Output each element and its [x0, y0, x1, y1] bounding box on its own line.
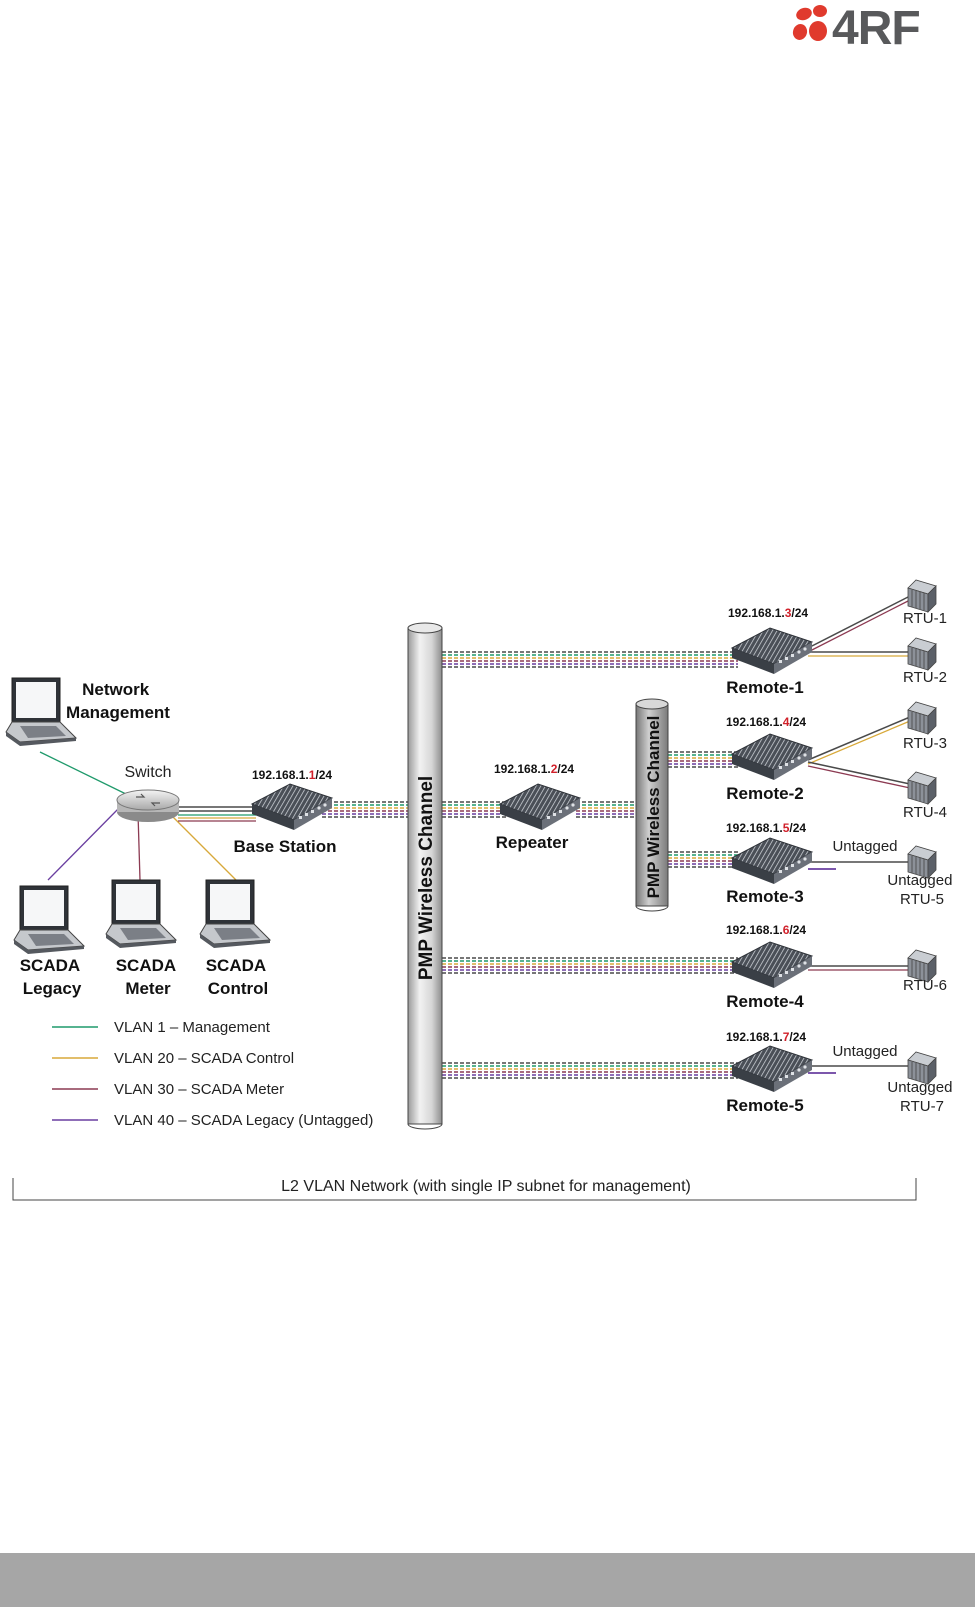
remote-2-ip: 192.168.1.4/24: [726, 715, 806, 729]
legend-label-vlan20: VLAN 20 – SCADA Control: [114, 1050, 294, 1067]
link-switch-base: [178, 806, 256, 822]
scada-meter-workstation: [105, 879, 177, 949]
pmp-channel-secondary-label: PMP Wireless Channel: [644, 716, 663, 899]
remote-4-ip: 192.168.1.6/24: [726, 923, 806, 937]
bundle-channel-to-remote-5: [442, 1062, 738, 1079]
pmp-channel-secondary: PMP Wireless Channel: [635, 698, 669, 912]
rtu-2-label: RTU-2: [903, 669, 947, 686]
footer-bar: [0, 1553, 975, 1607]
rtu-5-label: Untagged RTU-5: [887, 872, 956, 908]
repeater-label: Repeater: [496, 833, 569, 852]
bundle-channel2-to-remote-3: [668, 851, 738, 868]
network-management-label: Network Management: [66, 680, 170, 722]
scada-control-label: SCADA Control: [206, 956, 271, 998]
rtu-1-device: [907, 579, 937, 613]
diagram-caption: L2 VLAN Network (with single IP subnet f…: [281, 1178, 691, 1195]
wireless-links: [322, 651, 738, 1079]
repeater-radio: [499, 783, 581, 831]
remote-3-ip: 192.168.1.5/24: [726, 821, 806, 835]
remote-3-label: Remote-3: [726, 887, 803, 906]
scada-control-workstation: [199, 879, 271, 949]
scada-legacy-workstation: [13, 885, 85, 955]
rtu-1-label: RTU-1: [903, 610, 947, 627]
legend-label-vlan30: VLAN 30 – SCADA Meter: [114, 1081, 284, 1098]
base-station-radio: [251, 783, 333, 831]
switch-label: Switch: [124, 764, 171, 781]
link-management: [39, 751, 129, 796]
remote-5-radio: [731, 1045, 813, 1093]
rtu-3-label: RTU-3: [903, 735, 947, 752]
caption-bracket: L2 VLAN Network (with single IP subnet f…: [12, 1178, 917, 1201]
rtu-4-device: [907, 771, 937, 805]
remote-4-radio: [731, 941, 813, 989]
bundle-repeater-to-channel2: [576, 801, 636, 818]
bundle-channel2-to-remote-2: [668, 751, 738, 768]
bundle-base-to-channel: [322, 801, 408, 818]
link-legacy: [47, 804, 123, 881]
link-control: [161, 805, 237, 881]
remote-5-ip: 192.168.1.7/24: [726, 1030, 806, 1044]
pmp-channel-main: PMP Wireless Channel: [407, 622, 443, 1130]
logo-text: 4RF: [832, 2, 920, 52]
remote-5-label: Remote-5: [726, 1096, 803, 1115]
remote-3-radio: [731, 837, 813, 885]
base-station-ip: 192.168.1.1/24: [252, 768, 332, 782]
brand-logo: 4RF: [792, 2, 921, 52]
legend: VLAN 1 – Management VLAN 20 – SCADA Cont…: [52, 1019, 373, 1129]
scada-meter-label: SCADA Meter: [116, 956, 181, 998]
rtu-6-label: RTU-6: [903, 977, 947, 994]
link-meter: [137, 812, 141, 881]
base-station-label: Base Station: [234, 837, 337, 856]
remote-4-label: Remote-4: [726, 992, 804, 1011]
scada-legacy-label: SCADA Legacy: [20, 956, 85, 998]
rtu-2-device: [907, 637, 937, 671]
untagged-link-label-remote-5: Untagged: [832, 1043, 897, 1060]
pmp-channel-main-label: PMP Wireless Channel: [416, 776, 437, 980]
switch-icon: [116, 789, 180, 822]
legend-label-vlan40: VLAN 40 – SCADA Legacy (Untagged): [114, 1112, 373, 1129]
remote-radios: [731, 627, 813, 1093]
rtu-3-device: [907, 701, 937, 735]
remote-1-label: Remote-1: [726, 678, 803, 697]
remote-1-radio: [731, 627, 813, 675]
bundle-channel-to-repeater: [442, 801, 506, 818]
remote-1-ip: 192.168.1.3/24: [728, 606, 808, 620]
legend-label-vlan1: VLAN 1 – Management: [114, 1019, 271, 1036]
remote-2-radio: [731, 733, 813, 781]
rtu-7-label: Untagged RTU-7: [887, 1079, 956, 1115]
repeater-ip: 192.168.1.2/24: [494, 762, 574, 776]
rtu-links: [807, 595, 911, 1074]
bundle-channel-to-remote-4: [442, 957, 738, 974]
logo-mark-icon: [792, 5, 827, 41]
bundle-channel-to-remote-1: [442, 651, 738, 668]
untagged-link-label-remote-3: Untagged: [832, 838, 897, 855]
rtu-4-label: RTU-4: [903, 804, 947, 821]
remote-2-label: Remote-2: [726, 784, 803, 803]
